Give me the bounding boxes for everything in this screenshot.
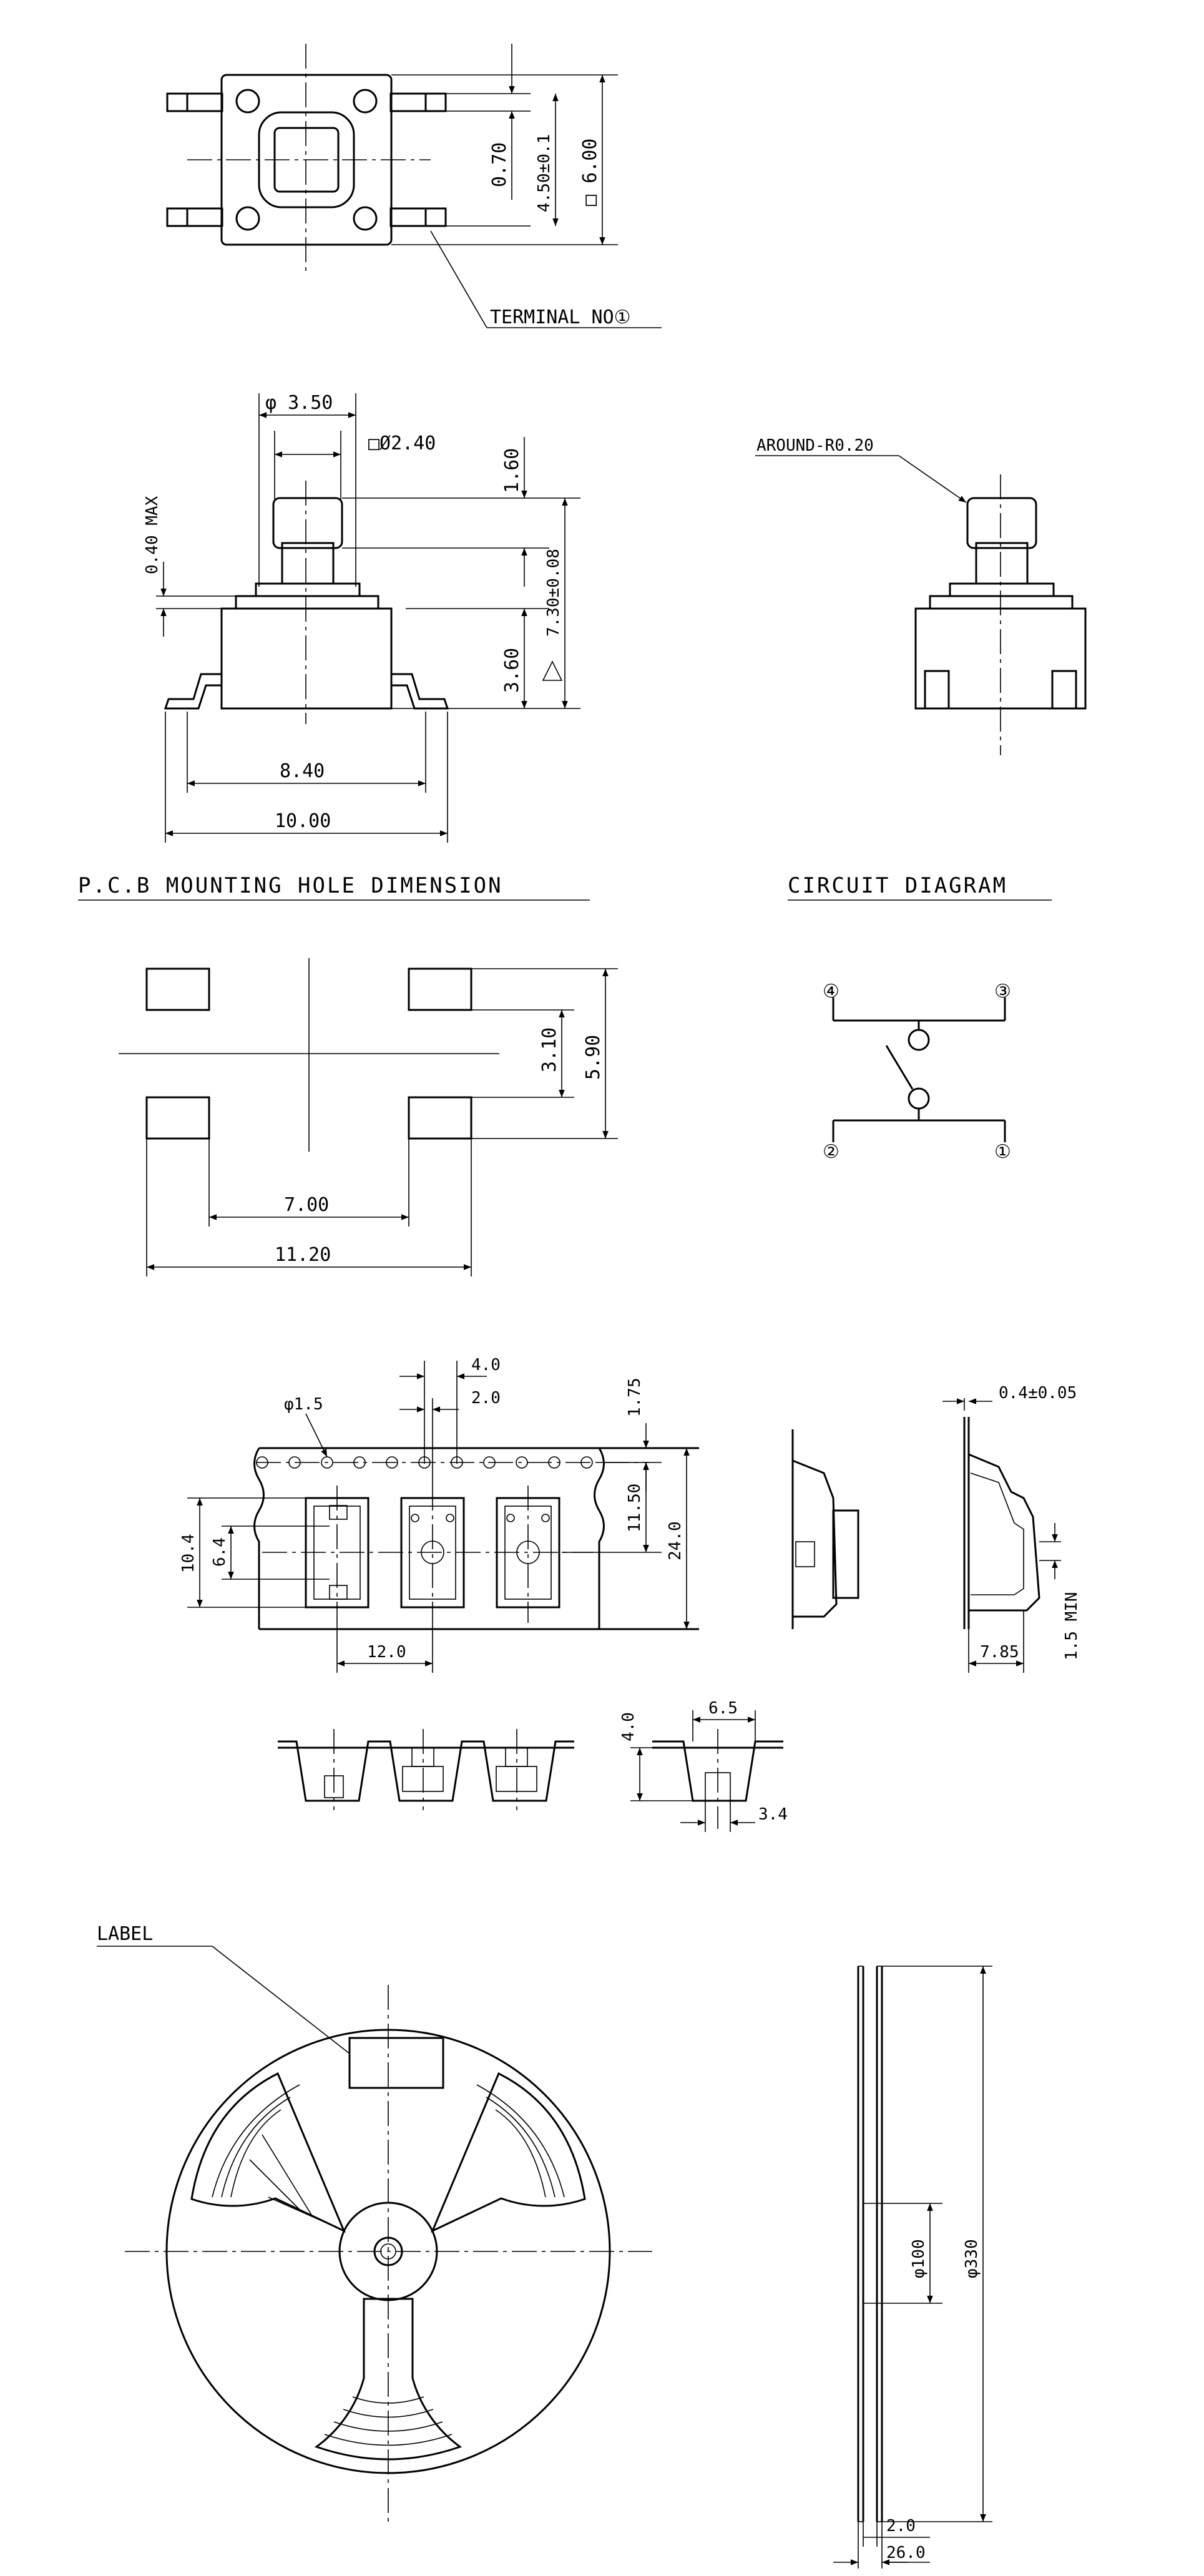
pad xyxy=(408,1096,472,1140)
tape-dim-24.0: 24.0 xyxy=(666,1521,685,1560)
tape-dim-6.4: 6.4 xyxy=(210,1537,229,1567)
around-label: AROUND-R0.20 xyxy=(756,436,874,455)
corner-hole xyxy=(235,206,260,231)
dim-0.40max: 0.40 MAX xyxy=(143,496,162,574)
reel-window xyxy=(190,2072,346,2233)
terminal-left-top xyxy=(166,92,223,112)
circuit-diagram: CIRCUIT DIAGRAM ④ ③ ② ① xyxy=(788,873,1052,1163)
reel-dim-phi100: φ100 xyxy=(909,2239,928,2278)
dim-10.00: 10.00 xyxy=(275,810,331,832)
reel-dim-26.0: 26.0 xyxy=(886,2544,926,2562)
pcb-title: P.C.B MOUNTING HOLE DIMENSION xyxy=(78,873,503,898)
reel-dim-phi330: φ330 xyxy=(962,2239,981,2278)
pin-2: ② xyxy=(823,1141,839,1163)
dim-0.70: 0.70 xyxy=(489,142,511,187)
dim-3.60: 3.60 xyxy=(501,648,523,693)
tape-dim-12.0: 12.0 xyxy=(367,1643,406,1662)
side-view: φ 3.50 □Ø2.40 1.60 3.60 7.30±0.08 0.40 M… xyxy=(143,392,580,843)
corner-hole xyxy=(353,206,378,231)
reel: LABEL xyxy=(97,1923,652,2522)
tape-dim-1.75: 1.75 xyxy=(625,1378,644,1417)
terminal-right-top xyxy=(389,92,447,112)
tape-dim-4.0: 4.0 xyxy=(471,1356,501,1374)
tape-cross-section xyxy=(278,1729,574,1810)
terminal-label: TERMINAL NO① xyxy=(490,306,631,328)
dim-11.20: 11.20 xyxy=(275,1244,331,1266)
pin-4: ④ xyxy=(823,981,839,1002)
dim-5.90: 5.90 xyxy=(582,1035,604,1080)
dim-7.00: 7.00 xyxy=(284,1194,329,1216)
corner-hole xyxy=(235,89,260,114)
tape-dim-4.0b: 4.0 xyxy=(619,1712,638,1741)
circuit-title: CIRCUIT DIAGRAM xyxy=(788,873,1007,898)
reel-window xyxy=(431,2072,586,2233)
dim-3.10: 3.10 xyxy=(539,1027,560,1072)
tape-dim-phi1.5: φ1.5 xyxy=(284,1395,323,1414)
carrier-tape: 4.0 2.0 φ1.5 1.75 11.50 24.0 10.4 6.4 12… xyxy=(179,1356,1081,1832)
dim-phi3.50: φ 3.50 xyxy=(265,392,333,414)
terminal-right-bottom xyxy=(389,207,447,227)
note-triangle xyxy=(542,660,563,681)
pcb-mounting: P.C.B MOUNTING HOLE DIMENSION 3.10 5.90 … xyxy=(78,873,618,1276)
tape-dim-7.85: 7.85 xyxy=(980,1643,1019,1662)
top-view: 0.70 4.50±0.1 □ 6.00 TERMINAL NO① xyxy=(166,44,662,328)
reel-dim-2.0: 2.0 xyxy=(886,2517,916,2535)
tape-dim-3.4: 3.4 xyxy=(758,1805,788,1824)
label-text: LABEL xyxy=(97,1923,153,1945)
terminal-left-bottom xyxy=(166,207,223,227)
corner-hole xyxy=(353,89,378,114)
pin-1: ① xyxy=(994,1141,1011,1163)
tape-dim-10.4: 10.4 xyxy=(179,1534,198,1573)
dim-4.50: 4.50±0.1 xyxy=(535,134,554,212)
dim-6.00: □ 6.00 xyxy=(579,139,601,206)
tape-side-section xyxy=(791,1429,859,1629)
dim-1.60: 1.60 xyxy=(501,448,523,493)
reel-label-area xyxy=(348,2037,444,2089)
tape-dim-1.5min: 1.5 MIN xyxy=(1062,1592,1081,1660)
pad xyxy=(145,967,210,1011)
tape-dim-11.50: 11.50 xyxy=(625,1484,644,1532)
tape-pocket-section: 6.5 4.0 3.4 xyxy=(619,1699,788,1832)
tape-side-section-dimensioned: 1.5 MIN 0.4±0.05 7.85 xyxy=(942,1384,1081,1673)
tape-dim-2.0: 2.0 xyxy=(471,1389,501,1408)
dim-7.30: 7.30±0.08 xyxy=(544,549,563,637)
pin-3: ③ xyxy=(994,981,1011,1002)
dim-8.40: 8.40 xyxy=(280,760,325,782)
dim-sq2.40: □Ø2.40 xyxy=(368,433,436,454)
side-body xyxy=(220,607,393,710)
right-view: AROUND-R0.20 xyxy=(755,436,1087,755)
reel-window xyxy=(314,2298,463,2461)
tape-dim-6.5: 6.5 xyxy=(708,1699,738,1718)
side-actuator xyxy=(272,497,343,549)
pad xyxy=(408,967,472,1011)
tape-dim-0.4: 0.4±0.05 xyxy=(999,1384,1077,1403)
pad xyxy=(145,1096,210,1140)
reel-side-view: φ100 φ330 2.0 26.0 xyxy=(833,1966,992,2569)
